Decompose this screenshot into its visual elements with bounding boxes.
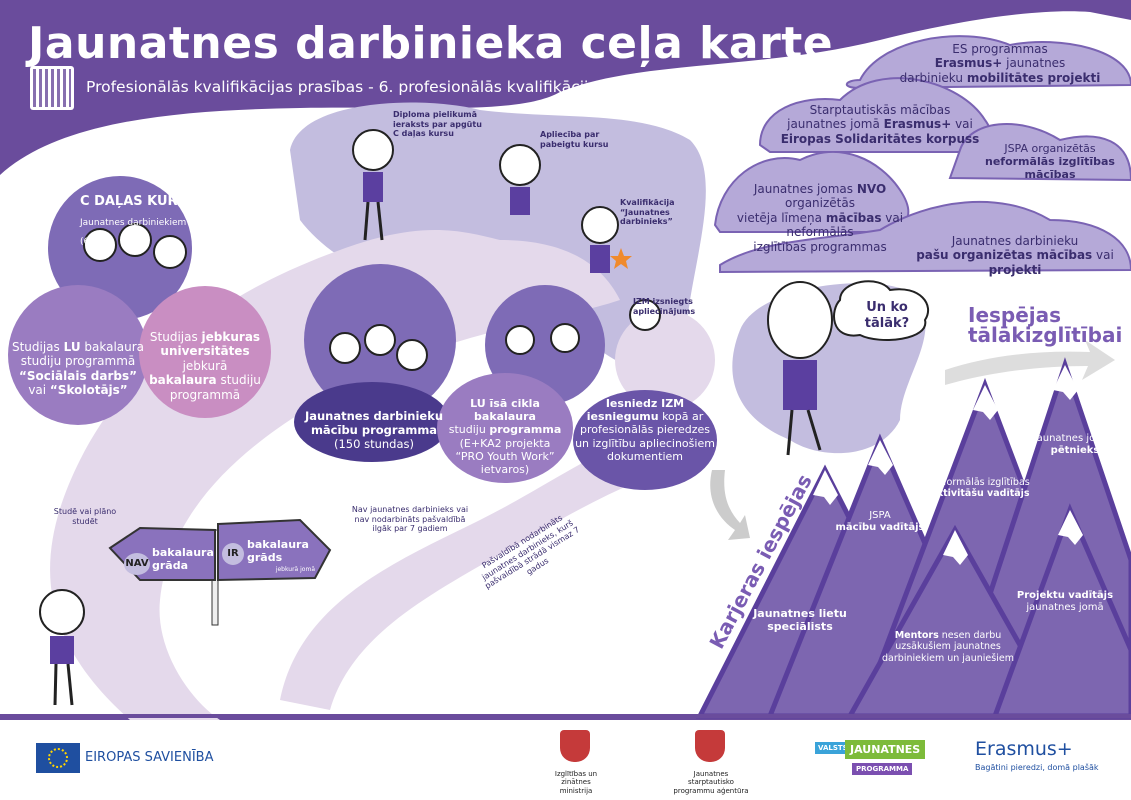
note-not-employed: Nav jaunatnes darbinieks vai nav nodarbi… [351,505,469,534]
sign-ir-small: jebkurā jomā [275,566,315,573]
clouds [713,35,1131,274]
ministry-label: Izglītības un zinātnes ministrija [554,770,598,795]
arrow-further-education [945,340,1115,385]
sign-nav-badge: NAV [124,553,150,575]
sign-ir-badge: IR [222,543,244,565]
further-education-heading: Iespējas tālākizglītībai [968,303,1123,347]
note-studies: Studē vai plāno studēt [53,507,117,526]
label-diploma: Diploma pielikumā ieraksts par apgūtu C … [393,110,482,139]
vjp-valsts: VALSTS [815,742,851,754]
sign-ir-text: bakalaura grāds [247,538,309,565]
mountain-mentor: Mentors nesen darbu uzsākušiem jaunatnes… [882,630,1014,664]
sign-nav-text: bakalaura grāda [152,546,214,573]
qr-code[interactable] [30,66,74,110]
label-izm-certificate: IZM izsniegts apliecinājums [633,297,696,316]
eu-flag-logo [36,743,80,773]
eu-label: EIROPAS SAVIENĪBA [85,750,214,765]
vjp-programma: PROGRAMMA [852,763,913,775]
mountain-researcher: Jaunatnes jomas pētnieks [1033,433,1117,456]
coat-of-arms-agency [695,730,725,762]
agency-label: Jaunatnes starptautisko programmu aģentū… [673,770,749,795]
erasmus-logo: Erasmus+ [975,738,1073,760]
mountain-youth-specialist: Jaunatnes lietu speciālists [753,607,847,634]
erasmus-tagline: Bagātini pieredzi, domā plašāk [975,763,1099,772]
page-title: Jaunatnes darbinieka ceļa karte [28,18,834,69]
coat-of-arms-ministry [560,730,590,762]
page-subtitle: Profesionālās kvalifikācijas prasības - … [86,78,667,96]
vjp-jaunatnes: JAUNATNES [845,740,926,759]
stick-figures [39,129,930,635]
label-qualification: Kvalifikācija “Jaunatnes darbinieks” [620,198,675,227]
thought-bubble-text: Un ko tālāk? [864,300,910,331]
label-certificate: Apliecība par pabeigtu kursu [540,130,609,149]
